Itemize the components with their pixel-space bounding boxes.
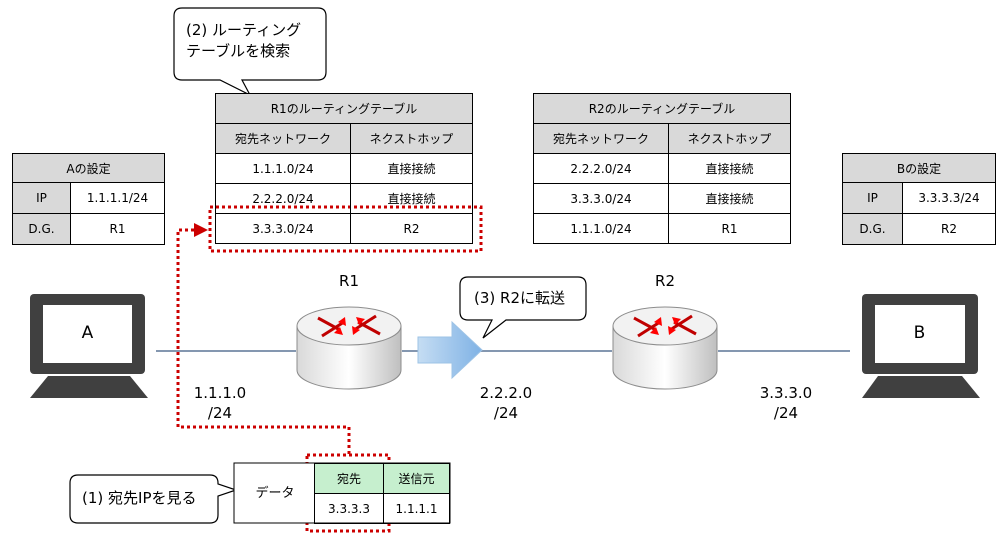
step2-text-line2: テーブルを検索 [186,42,291,60]
r1-col-next: ネクストホップ [350,123,473,154]
packet-dest-value: 3.3.3.3 [314,493,384,524]
router-icon [612,306,718,390]
r2-table-title: R2のルーティングテーブル [533,93,791,124]
route-highlight [208,205,483,253]
router-r1-label: R1 [339,272,359,290]
net1-label-line2: /24 [207,404,233,422]
r2-col-next: ネクストホップ [668,123,791,154]
callout-bubble [173,7,327,97]
b-settings-title: Bの設定 [842,153,996,183]
r1-col-dest: 宛先ネットワーク [215,123,351,154]
step2-text-line1: (2) ルーティング [186,21,302,39]
packet-src-value: 1.1.1.1 [383,493,450,524]
r2-row-next: R1 [668,213,791,244]
router-icon [296,306,402,390]
callout-bubble [69,474,238,524]
computer-icon [862,294,980,398]
r1-row-dest: 1.1.1.0/24 [215,153,351,184]
net3-label-line2: /24 [773,404,799,422]
lookup-path [176,223,351,454]
step3-text: (3) R2に転送 [474,289,565,307]
a-dg-key: D.G. [12,213,71,245]
packet-src-header: 送信元 [383,463,450,494]
r1-row-next: R2 [350,213,473,244]
a-ip-key: IP [12,182,71,214]
r1-row-dest: 3.3.3.0/24 [215,213,351,244]
b-ip-key: IP [842,182,903,214]
r1-routing-table: R1のルーティングテーブル 宛先ネットワーク ネクストホップ 1.1.1.0/2… [215,93,473,244]
router-r2-label: R2 [655,272,675,290]
b-dg-value: R2 [902,213,996,245]
packet-dest-header: 宛先 [314,463,384,494]
a-ip-value: 1.1.1.1/24 [70,182,165,214]
pc-a-label: A [81,323,94,343]
forward-arrow-icon [417,320,483,380]
b-ip-value: 3.3.3.3/24 [902,182,996,214]
a-dg-value: R1 [70,213,165,245]
callout-bubble [459,276,587,339]
b-settings-table: Bの設定 IP 3.3.3.3/24 D.G. R2 [842,153,996,245]
r1-table-title: R1のルーティングテーブル [215,93,473,124]
a-settings-title: Aの設定 [12,153,165,183]
packet-data-label: データ [255,486,295,501]
r2-row-dest: 1.1.1.0/24 [533,213,669,244]
r2-routing-table: R2のルーティングテーブル 宛先ネットワーク ネクストホップ 2.2.2.0/2… [533,93,791,244]
net1-label-line1: 1.1.1.0 [193,384,247,402]
r1-row-next: 直接接続 [350,153,473,184]
b-dg-key: D.G. [842,213,903,245]
r1-row-next: 直接接続 [350,183,473,214]
computer-icon [30,294,148,398]
a-settings-table: Aの設定 IP 1.1.1.1/24 D.G. R1 [12,153,165,245]
step1-text: (1) 宛先IPを見る [82,489,197,507]
r2-row-dest: 3.3.3.0/24 [533,183,669,214]
r2-row-dest: 2.2.2.0/24 [533,153,669,184]
net2-label-line2: /24 [493,404,519,422]
r1-row-dest: 2.2.2.0/24 [215,183,351,214]
net2-label-line1: 2.2.2.0 [479,384,533,402]
r2-row-next: 直接接続 [668,183,791,214]
packet-header-table: 宛先 送信元 3.3.3.3 1.1.1.1 [314,463,450,524]
r2-col-dest: 宛先ネットワーク [533,123,669,154]
r2-row-next: 直接接続 [668,153,791,184]
net3-label-line1: 3.3.3.0 [759,384,813,402]
pc-b-label: B [913,323,926,343]
